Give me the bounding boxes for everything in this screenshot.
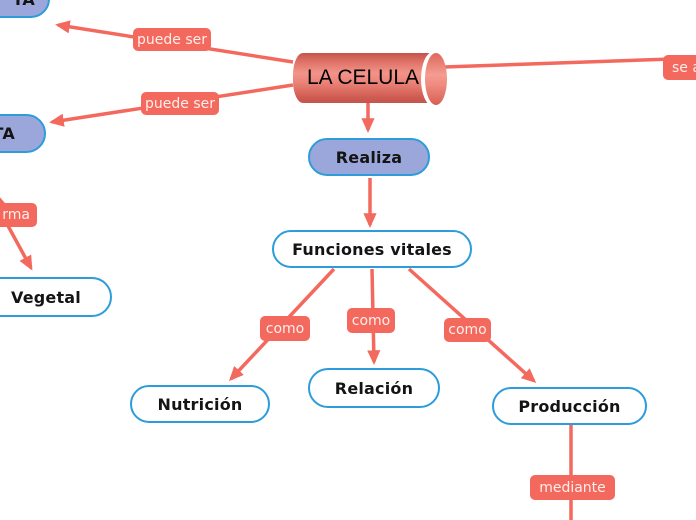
edge-label-como-1[interactable]: como — [260, 316, 310, 341]
node-produccion[interactable]: Producción — [492, 387, 647, 425]
edge-label-mediante[interactable]: mediante — [530, 475, 615, 500]
edge-label-como-2[interactable]: como — [347, 308, 395, 333]
edge-label-se-a[interactable]: se a — [663, 55, 696, 80]
node-realiza-label: Realiza — [335, 147, 403, 167]
node-vegetal[interactable]: Vegetal — [0, 277, 112, 317]
node-nutricion[interactable]: Nutrición — [130, 385, 270, 423]
edge-label-text: como — [351, 312, 391, 329]
edge-label-text: como — [448, 322, 487, 338]
node-la-celula-label: LA CELULA — [306, 66, 420, 89]
edge-label-text: puede ser — [145, 95, 215, 112]
node-la-celula[interactable]: LA CELULA — [293, 52, 449, 106]
edge-label-text: como — [265, 320, 305, 337]
node-relacion[interactable]: Relación — [308, 368, 440, 408]
node-top-left-label: TA — [13, 0, 35, 9]
edge-label-puede-ser-2[interactable]: puede ser — [141, 92, 219, 115]
node-mid-left-label: TA — [0, 124, 15, 143]
edge-label-text: mediante — [539, 479, 606, 496]
node-relacion-label: Relación — [334, 378, 414, 398]
node-funciones-vitales-label: Funciones vitales — [292, 239, 452, 259]
cylinder-body — [293, 53, 431, 103]
connector-rma-to-vegetal — [5, 223, 33, 271]
cylinder-cap — [425, 53, 447, 105]
node-funciones-vitales[interactable]: Funciones vitales — [272, 230, 472, 268]
edge-label-rma[interactable]: rma — [0, 203, 37, 227]
connector-celula-to-se-a — [443, 57, 673, 69]
node-vegetal-label: Vegetal — [11, 287, 81, 307]
edge-label-puede-ser-1[interactable]: puede ser — [133, 28, 211, 51]
edge-label-como-3[interactable]: como — [444, 318, 491, 342]
edge-label-text: se a — [672, 59, 696, 76]
edge-label-text: puede ser — [137, 31, 207, 48]
edge-label-text: rma — [2, 207, 30, 223]
node-realiza[interactable]: Realiza — [308, 138, 430, 176]
node-produccion-label: Producción — [518, 396, 621, 416]
node-mid-left[interactable]: TA — [0, 114, 46, 153]
node-nutricion-label: Nutrición — [157, 394, 243, 414]
